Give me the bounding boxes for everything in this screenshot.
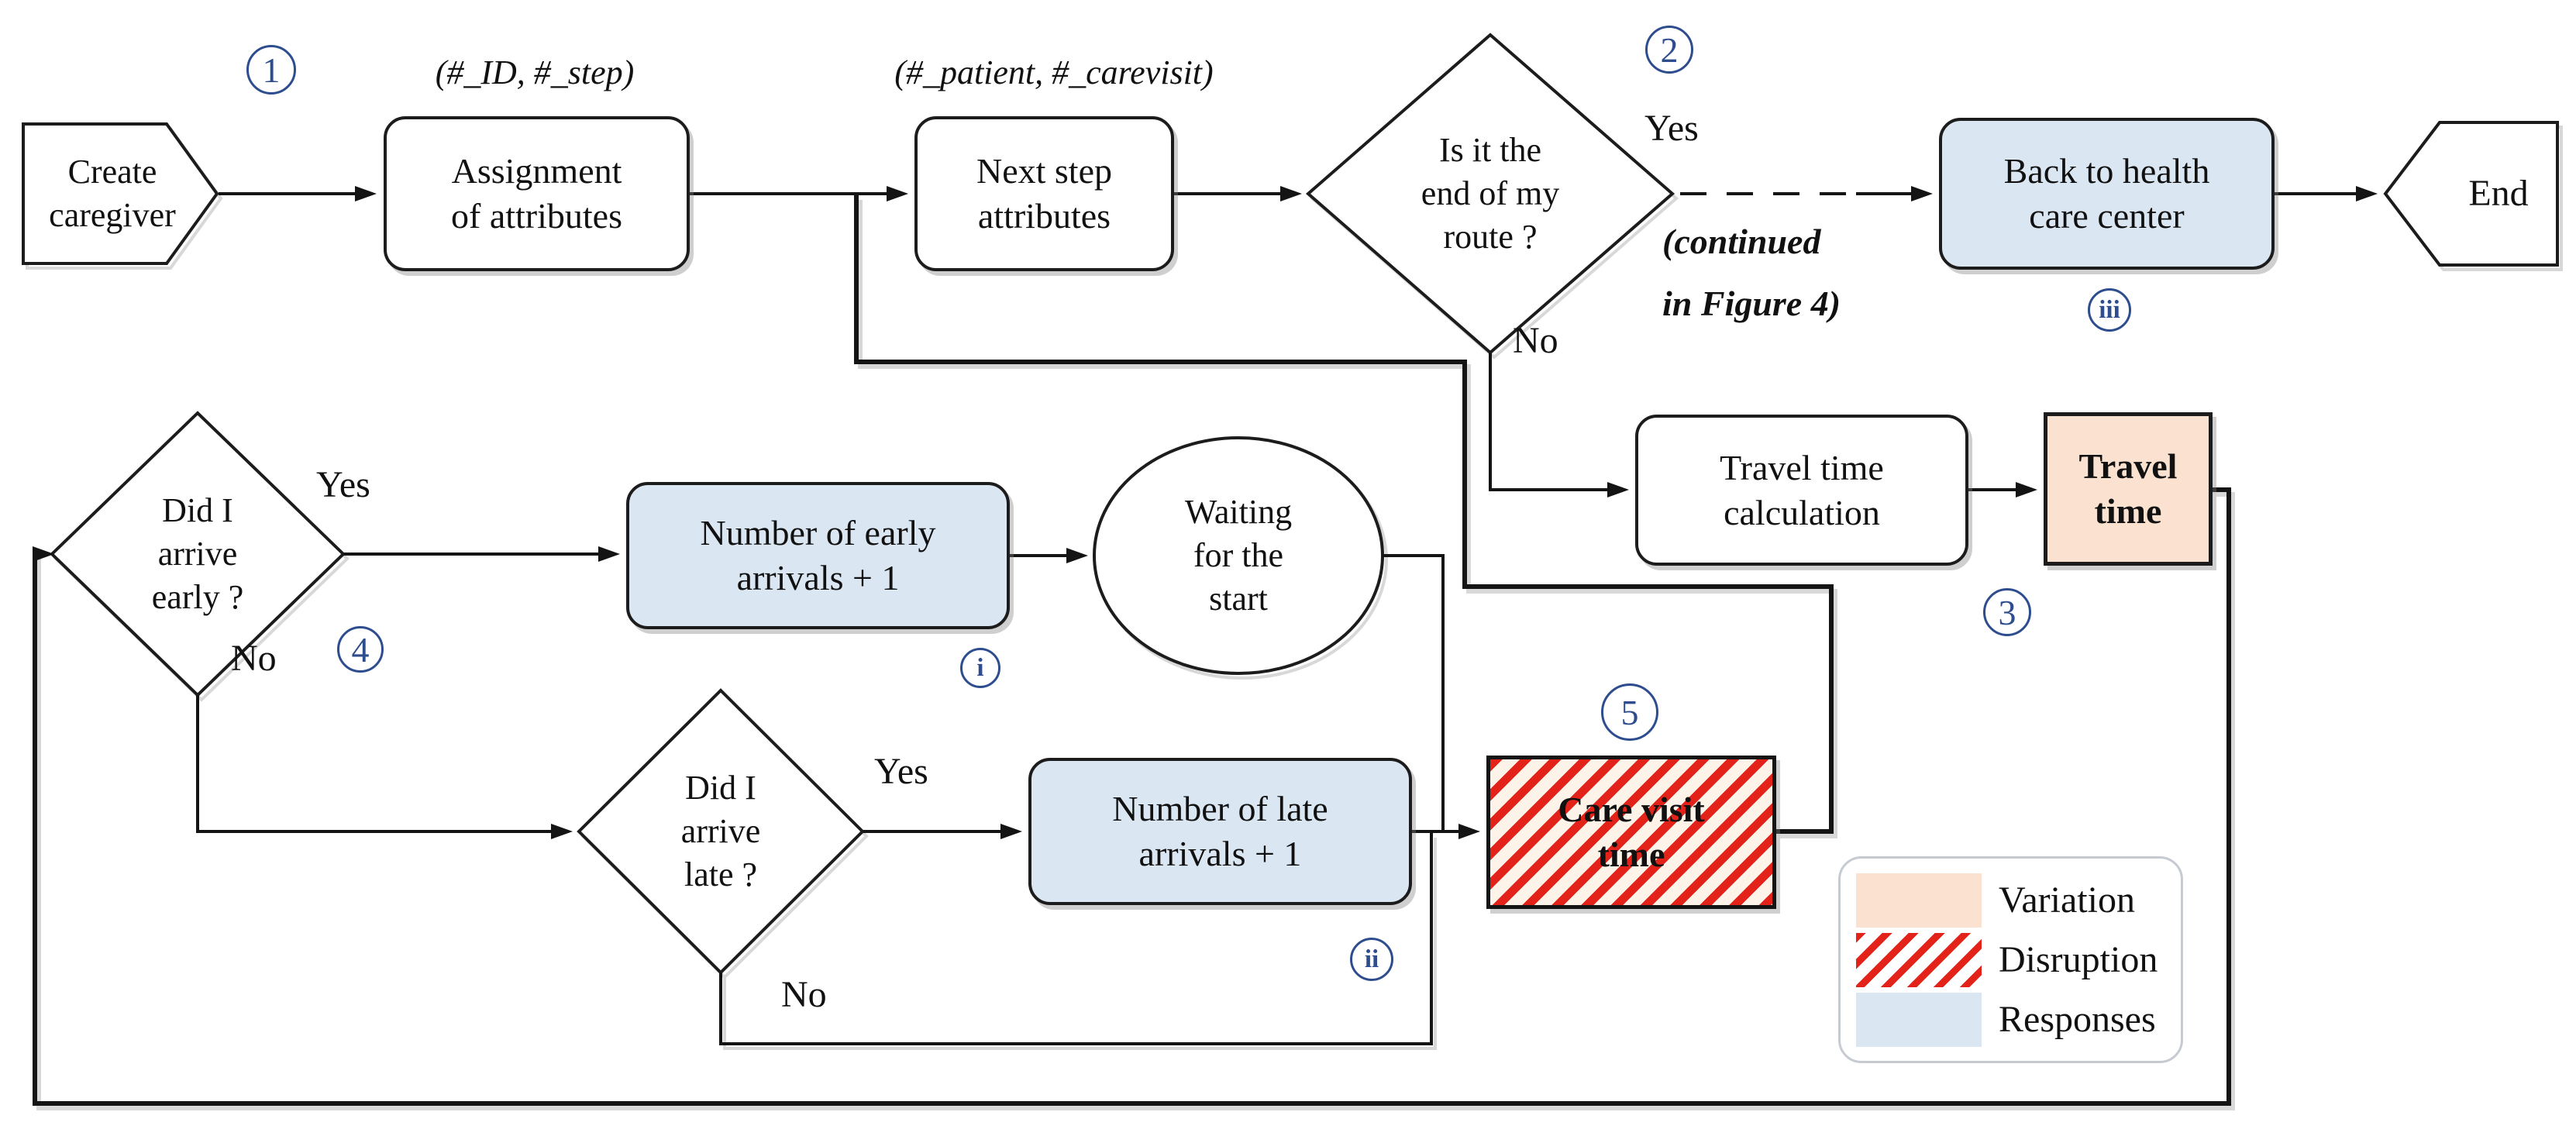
edge-carevisit-return-loop xyxy=(854,195,1834,834)
legend-row-responses: Responses xyxy=(1856,992,2165,1047)
edge-early-no-late xyxy=(196,695,573,839)
late-decision-diamond xyxy=(577,688,865,975)
continued-note: (continued in Figure 4) xyxy=(1662,222,1841,323)
assignment-box: Assignment of attributes xyxy=(384,116,690,271)
next-step-box: Next step attributes xyxy=(914,116,1174,271)
create-pentagon xyxy=(22,122,219,265)
disruption-swatch xyxy=(1856,932,1982,987)
early-yes-label: Yes xyxy=(316,464,370,505)
diagram-shapes xyxy=(22,33,2559,975)
waiting-ellipse xyxy=(1093,436,1384,675)
responses-swatch xyxy=(1856,992,1982,1047)
end-pentagon xyxy=(2383,121,2559,267)
step-4-badge: 4 xyxy=(337,626,384,673)
legend-row-disruption: Disruption xyxy=(1856,932,2165,987)
step-5-badge: 5 xyxy=(1601,683,1658,741)
back-to-center-box: Back to health care center xyxy=(1939,118,2275,270)
disruption-label: Disruption xyxy=(1999,939,2158,980)
step-2-badge: 2 xyxy=(1645,26,1693,74)
route-no-label: No xyxy=(1513,320,1558,361)
late-yes-label: Yes xyxy=(874,751,928,792)
legend-row-variation: Variation xyxy=(1856,873,2165,928)
legend: Variation Disruption Responses xyxy=(1838,856,2183,1063)
edge-waiting-join xyxy=(1383,554,1445,831)
response-ii-badge: ii xyxy=(1350,938,1393,981)
early-no-label: No xyxy=(231,638,277,679)
variation-label: Variation xyxy=(1999,880,2135,921)
late-count-box: Number of late arrivals + 1 xyxy=(1028,758,1412,905)
connectors xyxy=(33,186,2378,1106)
next-step-annotation: (#_patient, #_carevisit) xyxy=(894,53,1214,91)
travel-time-box: Travel time xyxy=(2044,412,2213,566)
response-i-badge: i xyxy=(960,648,1000,688)
route-yes-label: Yes xyxy=(1644,108,1699,149)
late-no-label: No xyxy=(781,974,827,1015)
care-visit-box: Care visit time xyxy=(1486,756,1776,909)
early-decision-diamond xyxy=(50,411,346,697)
responses-label: Responses xyxy=(1999,999,2156,1040)
edge-route-no-travelcalc xyxy=(1489,353,1629,497)
step-3-badge: 3 xyxy=(1983,588,2031,636)
early-count-box: Number of early arrivals + 1 xyxy=(626,482,1010,629)
step-1-badge: 1 xyxy=(246,45,296,95)
route-decision-diamond xyxy=(1305,33,1675,355)
response-iii-badge: iii xyxy=(2088,288,2131,332)
assignment-annotation: (#_ID, #_step) xyxy=(435,53,635,91)
variation-swatch xyxy=(1856,873,1982,928)
edge-late-no-join xyxy=(719,833,1433,1045)
travel-calc-box: Travel time calculation xyxy=(1635,415,1968,566)
edge-traveltime-bottom-loop xyxy=(33,487,2231,1106)
